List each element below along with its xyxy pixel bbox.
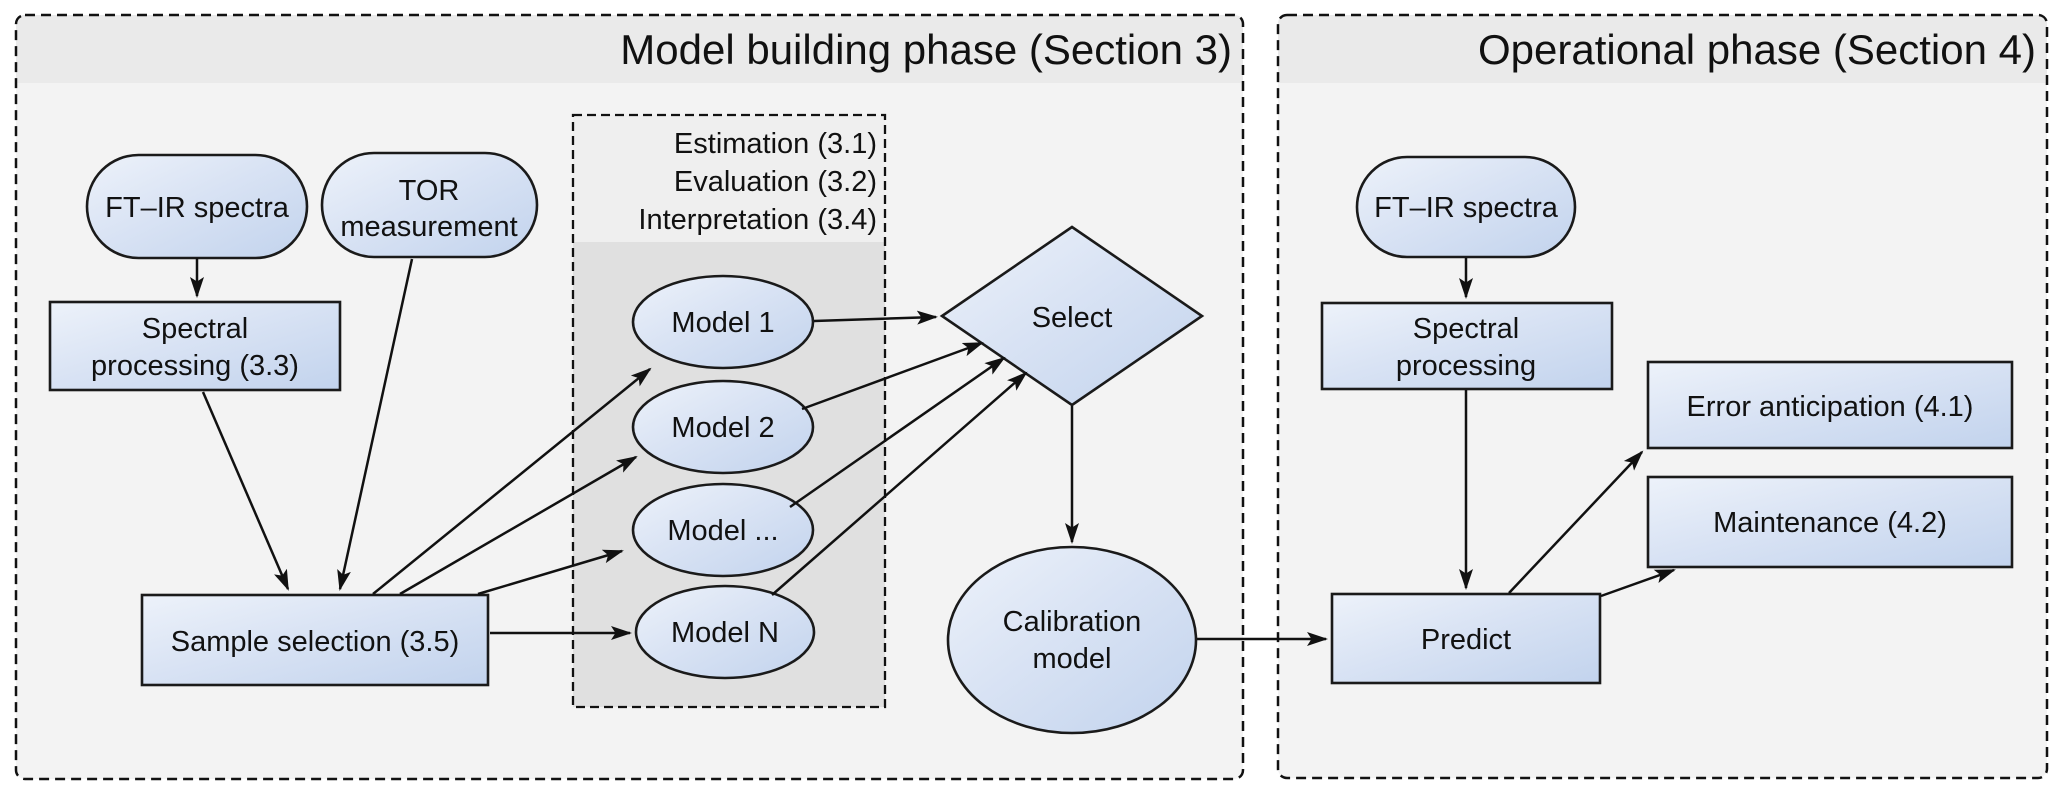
calibration-label-line1: Calibration	[1003, 606, 1142, 638]
ftir-spectra-label-right: FT–IR spectra	[1374, 192, 1559, 224]
arrow-sample-to-model1	[372, 367, 652, 595]
error-anticipation-node	[1646, 360, 2014, 450]
model-1-node	[631, 274, 815, 370]
select-diamond-node	[939, 225, 1205, 407]
model-dots-label: Model ...	[667, 515, 778, 547]
ftir-spectra-node-right	[1355, 155, 1577, 259]
tor-label-line2: measurement	[340, 211, 517, 243]
spectral-label-line1-right: Spectral	[1413, 313, 1519, 345]
model-estimation-box-border	[571, 113, 887, 709]
sample-selection-label: Sample selection (3.5)	[171, 626, 460, 658]
arrow-tor-to-sample	[337, 258, 414, 591]
predict-label: Predict	[1421, 624, 1511, 656]
arrow-spectral-to-sample	[201, 391, 290, 591]
model-n-label: Model N	[671, 617, 779, 649]
sample-selection-node	[140, 593, 490, 687]
evaluation-label: Evaluation (3.2)	[674, 166, 877, 198]
arrow-predict-to-maintenance	[1600, 568, 1676, 598]
select-label: Select	[1032, 302, 1113, 334]
model-building-panel-header	[16, 15, 1243, 83]
tor-measurement-node	[320, 151, 539, 259]
model-2-node	[631, 379, 815, 475]
predict-node	[1330, 592, 1602, 685]
model-1-label: Model 1	[671, 307, 774, 339]
operational-panel-border	[1276, 13, 2049, 780]
tor-label-line1: TOR	[399, 175, 460, 207]
model-dots-node	[631, 482, 815, 578]
arrow-model-dots-to-select	[789, 356, 1006, 509]
spectral-processing-node-left	[48, 300, 342, 392]
model-2-label: Model 2	[671, 412, 774, 444]
model-building-panel-title: Model building phase (Section 3)	[620, 26, 1232, 73]
arrow-model1-to-select	[813, 310, 938, 325]
interpretation-label: Interpretation (3.4)	[638, 204, 877, 236]
spectral-label-line1-left: Spectral	[142, 313, 248, 345]
spectral-label-line2-left: processing (3.3)	[91, 350, 299, 382]
arrow-predict-to-error-anticipation	[1508, 450, 1644, 594]
operational-panel-title: Operational phase (Section 4)	[1478, 26, 2036, 73]
spectral-label-line2-right: processing	[1396, 350, 1536, 382]
calibration-label-line2: model	[1033, 643, 1112, 675]
error-anticipation-label: Error anticipation (4.1)	[1687, 391, 1974, 423]
calibration-model-node	[946, 545, 1198, 735]
ftir-spectra-label-left: FT–IR spectra	[105, 192, 290, 224]
arrow-sample-to-model2	[399, 455, 638, 596]
maintenance-label: Maintenance (4.2)	[1713, 507, 1947, 539]
arrow-sample-to-model-dots	[477, 549, 624, 596]
maintenance-node	[1646, 475, 2014, 569]
model-estimation-box-header	[573, 115, 885, 242]
model-n-node	[634, 584, 816, 680]
arrow-model2-to-select	[801, 341, 984, 411]
spectral-processing-node-right	[1320, 301, 1614, 391]
arrow-modeln-to-select	[771, 371, 1028, 596]
operational-panel-header	[1278, 15, 2047, 83]
estimation-label: Estimation (3.1)	[674, 128, 877, 160]
